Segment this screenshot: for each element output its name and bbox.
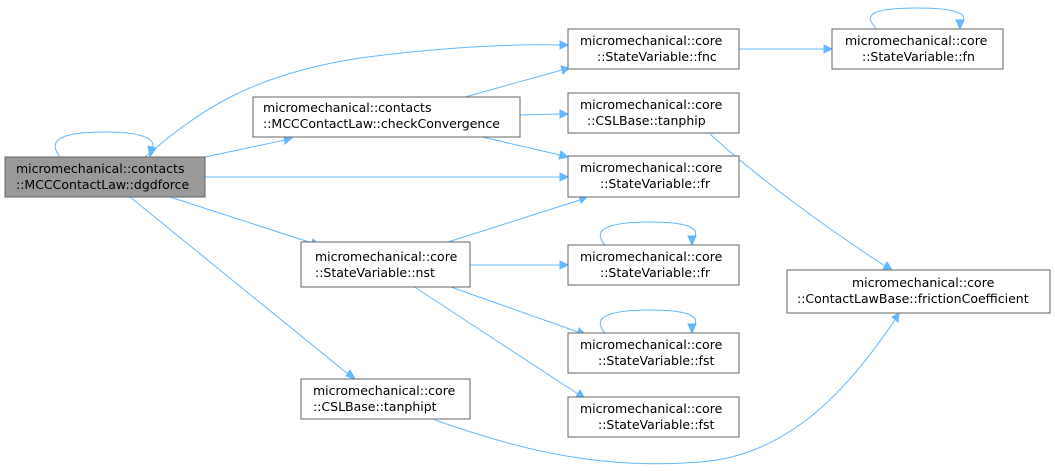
edge-frb-self: [599, 221, 697, 246]
edge-fn-self-arrow: [955, 19, 965, 31]
edge-tanphipt-friction-arrow: [891, 312, 900, 323]
node-tanphipt-line1: micromechanical::core: [313, 383, 456, 398]
edge-check-fnc: [464, 69, 563, 98]
edge-fn-self: [870, 7, 965, 29]
edge-nst-fra: [447, 199, 581, 243]
node-nst-line1: micromechanical::core: [315, 249, 458, 264]
edge-nst-frb-arrow: [559, 260, 570, 270]
node-fst-a[interactable]: micromechanical::core ::StateVariable::f…: [567, 332, 740, 374]
node-dgdforce-box: [4, 156, 206, 198]
edge-dgdforce-check: [204, 139, 286, 158]
node-tanphipt-box: [300, 378, 471, 420]
edge-dgdforce-self: [54, 131, 154, 158]
node-nst-line2: ::StateVariable::nst: [315, 265, 435, 280]
node-checkConvergence-box: [252, 96, 521, 138]
node-fn-box: [831, 28, 1004, 70]
nodes: micromechanical::contacts ::MCCContactLa…: [4, 28, 1051, 438]
node-dgdforce-line1: micromechanical::contacts: [16, 161, 184, 176]
node-nst-box: [300, 241, 471, 288]
node-fst-b-line2: ::StateVariable::fst: [598, 417, 714, 432]
edge-tanphip-friction: [709, 133, 886, 267]
node-nst[interactable]: micromechanical::core ::StateVariable::n…: [300, 241, 471, 288]
node-fr-a-line1: micromechanical::core: [580, 160, 723, 175]
node-fr-b-line2: ::StateVariable::fr: [600, 265, 711, 280]
edge-check-fra-arrow: [558, 150, 570, 160]
edges: [54, 7, 965, 465]
node-checkConvergence-line1: micromechanical::contacts: [263, 100, 431, 115]
node-tanphipt-line2: ::CSLBase::tanphipt: [313, 399, 437, 414]
node-tanphip-box: [567, 92, 740, 134]
node-fn[interactable]: micromechanical::core ::StateVariable::f…: [831, 28, 1004, 70]
node-frictionCoefficient[interactable]: micromechanical::core ::ContactLawBase::…: [786, 269, 1051, 314]
node-fn-line1: micromechanical::core: [845, 33, 988, 48]
node-fst-b-line1: micromechanical::core: [580, 401, 723, 416]
edge-frb-self-arrow: [687, 235, 697, 247]
node-dgdforce[interactable]: micromechanical::contacts ::MCCContactLa…: [4, 156, 206, 198]
edge-dgdforce-nst: [169, 196, 313, 244]
node-fr-b-line1: micromechanical::core: [580, 249, 723, 264]
node-fst-b[interactable]: micromechanical::core ::StateVariable::f…: [567, 396, 740, 438]
node-tanphip-line2: ::CSLBase::tanphip: [587, 113, 706, 128]
edge-nst-fstb: [412, 285, 579, 395]
node-checkConvergence-line2: ::MCCContactLaw::checkConvergence: [263, 116, 500, 131]
node-fst-a-line2: ::StateVariable::fst: [598, 353, 714, 368]
node-fst-a-line1: micromechanical::core: [580, 337, 723, 352]
edge-fsta-self-arrow: [687, 323, 697, 335]
node-fnc[interactable]: micromechanical::core ::StateVariable::f…: [567, 28, 740, 70]
edge-check-fnc-arrow: [560, 65, 570, 75]
node-checkConvergence[interactable]: micromechanical::contacts ::MCCContactLa…: [252, 96, 521, 138]
edge-dgdforce-fra-arrow: [559, 172, 570, 182]
node-fr-a[interactable]: micromechanical::core ::StateVariable::f…: [567, 155, 740, 198]
node-fst-a-box: [567, 332, 740, 374]
node-fr-b[interactable]: micromechanical::core ::StateVariable::f…: [567, 244, 740, 286]
edge-nst-fsta: [447, 285, 579, 333]
node-frictionCoefficient-box: [786, 269, 1051, 314]
node-tanphip-line1: micromechanical::core: [580, 97, 723, 112]
edge-fnc-fn-arrow: [823, 44, 834, 54]
node-dgdforce-line2: ::MCCContactLaw::dgdforce: [16, 177, 189, 192]
edge-dgdforce-fnc: [144, 44, 561, 158]
node-fr-a-box: [567, 155, 740, 198]
node-frictionCoefficient-line1: micromechanical::core: [852, 275, 995, 290]
node-fn-line2: ::StateVariable::fn: [862, 49, 975, 64]
node-fnc-line1: micromechanical::core: [580, 33, 723, 48]
node-frictionCoefficient-line2: ::ContactLawBase::frictionCoefficient: [797, 291, 1029, 306]
edge-check-fra: [477, 135, 561, 156]
node-fst-b-box: [567, 396, 740, 438]
edge-check-tanphip: [519, 113, 561, 116]
edge-check-tanphip-arrow: [559, 109, 570, 119]
edge-dgdforce-tanphipt: [129, 196, 349, 375]
edge-tanphip-friction-arrow: [882, 261, 893, 271]
edge-tanphipt-friction: [434, 319, 896, 465]
edge-dgdforce-tanphipt-arrow: [345, 369, 357, 380]
node-fnc-line2: ::StateVariable::fnc: [597, 49, 717, 64]
node-fr-b-box: [567, 244, 740, 286]
edge-fsta-self: [599, 309, 697, 334]
edge-dgdforce-fnc-arrow: [559, 40, 570, 50]
node-tanphipt[interactable]: micromechanical::core ::CSLBase::tanphip…: [300, 378, 471, 420]
node-tanphip[interactable]: micromechanical::core ::CSLBase::tanphip: [567, 92, 740, 134]
node-fnc-box: [567, 28, 740, 70]
node-fr-a-line2: ::StateVariable::fr: [600, 176, 711, 191]
